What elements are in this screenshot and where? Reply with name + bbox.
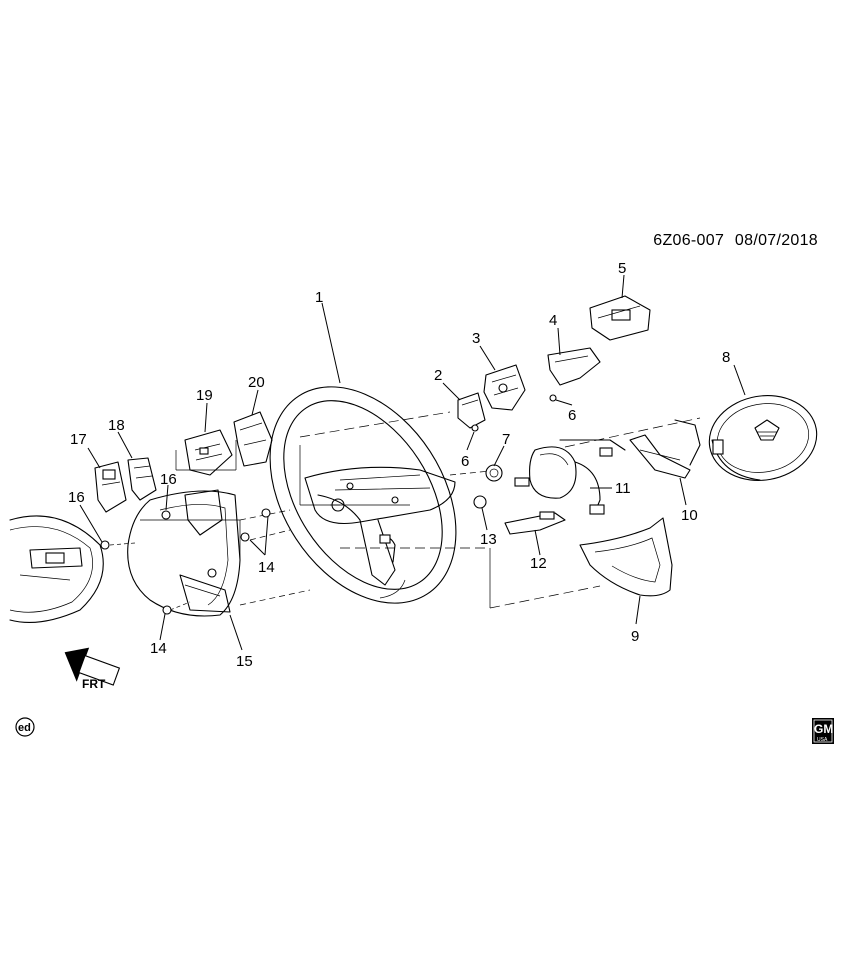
callout-10: 10 [681,507,698,524]
callout-2: 2 [434,367,442,384]
callout-6a: 6 [568,407,576,424]
air-bag-module [708,395,818,481]
callout-11: 11 [615,480,631,497]
callout-14a: 14 [258,559,275,576]
gm-logo-text: GM [814,722,833,736]
bezel-left [127,457,157,501]
callout-14b: 14 [150,640,167,657]
callout-7: 7 [502,431,510,448]
harness-10 [599,419,701,479]
bezel-20 [233,411,273,467]
callout-17: 17 [70,431,87,448]
reference-code: 6Z06-007 [653,232,725,249]
gm-logo-sub: USA [817,737,828,743]
callout-9: 9 [631,628,639,645]
switch-3 [483,364,526,411]
steering-column [9,515,104,623]
callout-5: 5 [618,260,626,277]
callout-16a: 16 [68,489,85,506]
callout-8: 8 [722,349,730,366]
bracket-4 [547,347,601,386]
fasteners [100,394,557,615]
callout-4: 4 [549,312,557,329]
callout-6b: 6 [461,453,469,470]
lower-trim [579,517,673,597]
ed-badge-text: ed [18,722,31,734]
ed-badge-icon: ed [15,717,35,737]
bracket-12 [504,511,566,535]
callout-19: 19 [196,387,213,404]
diagram-reference: 6Z06-007 08/07/2018 [653,232,818,250]
callout-leaders [79,274,746,651]
callout-1: 1 [315,289,323,306]
harness-11 [514,439,626,515]
rear-cover [127,489,241,617]
callout-16b: 16 [160,471,177,488]
callout-13: 13 [480,531,497,548]
front-arrow-icon: FRT [64,647,121,691]
gm-logo-icon: GM USA [812,718,834,744]
callout-labels: 1 2 3 4 5 6 6 7 8 9 10 11 12 13 14 14 15… [68,260,730,670]
steering-wheel [269,386,457,604]
callout-20: 20 [248,374,265,391]
switch-5 [589,295,651,341]
callout-12: 12 [530,555,547,572]
reference-date: 08/07/2018 [734,232,818,249]
callout-3: 3 [472,330,480,347]
callout-18: 18 [108,417,125,434]
frt-label: FRT [82,677,106,691]
guide-lines [109,411,701,611]
callout-15: 15 [236,653,253,670]
switch-left [94,461,127,513]
switch-2 [457,392,486,429]
switch-19 [184,429,233,476]
